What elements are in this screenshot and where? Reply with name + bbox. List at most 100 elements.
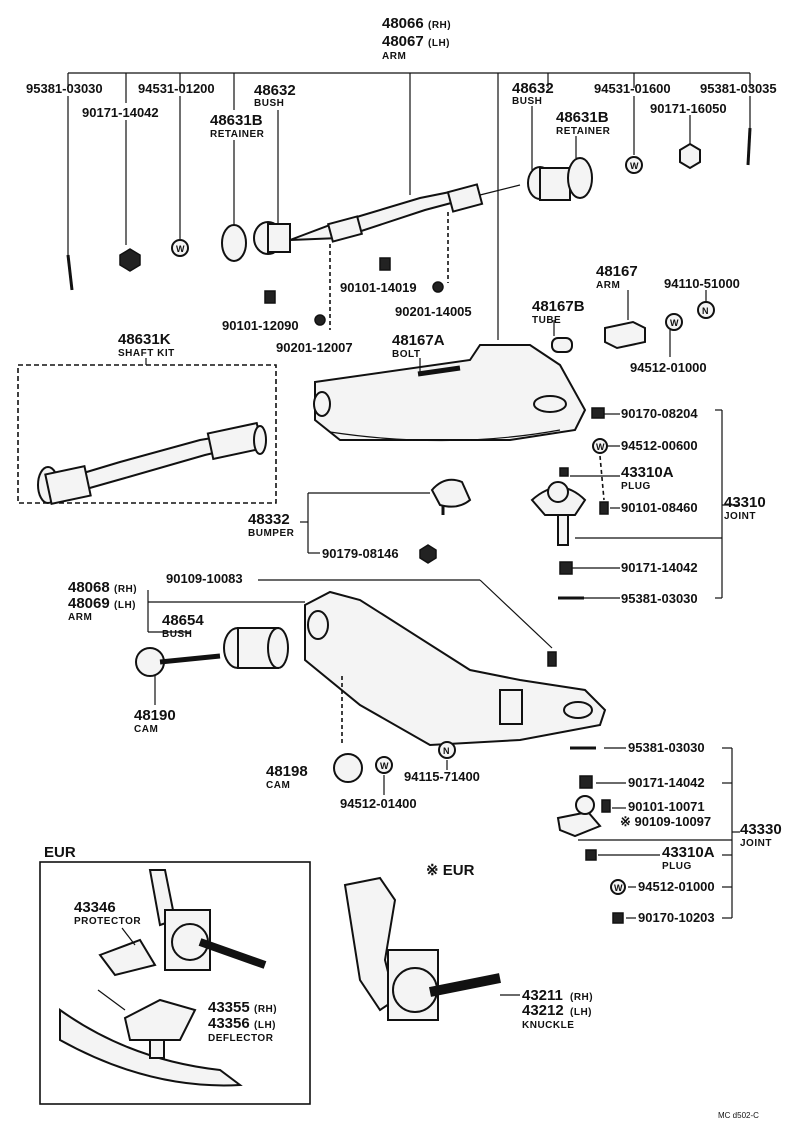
svg-text:W: W — [380, 761, 389, 771]
label-retainer-right: RETAINER — [556, 126, 611, 137]
label-94531-01600: 94531-01600 — [594, 81, 671, 96]
upper-bushes — [221, 157, 593, 262]
upper-control-arm — [313, 344, 587, 442]
label-90171-14042-top: 90171-14042 — [82, 105, 159, 120]
label-retainer-left: RETAINER — [210, 129, 265, 140]
label-48167b: 48167B — [532, 298, 585, 315]
label-94512-01000-b: 94512-01000 — [638, 879, 715, 894]
label-48067: 48067 — [382, 33, 424, 50]
label-cam-left: CAM — [134, 724, 158, 735]
label-48066-side: (RH) — [428, 20, 451, 31]
label-shaft-kit: SHAFT KIT — [118, 348, 175, 359]
label-90101-14019: 90101-14019 — [340, 280, 417, 295]
svg-text:W: W — [670, 318, 679, 328]
label-43355: 43355 — [208, 999, 250, 1016]
label-90171-16050: 90171-16050 — [650, 101, 727, 116]
label-90101-12090: 90101-12090 — [222, 318, 299, 333]
label-plug-lower: PLUG — [662, 861, 692, 872]
top-leaders — [67, 96, 751, 255]
label-43356-side: (LH) — [254, 1020, 276, 1031]
shaft-kit-box — [17, 364, 277, 504]
label-ref-code: MC d502-C — [718, 1111, 759, 1120]
label-bush-lower: BUSH — [162, 629, 192, 640]
upper-arm-shaft — [289, 183, 521, 243]
label-arm-lower: ARM — [68, 612, 92, 623]
label-plug-upper: PLUG — [621, 481, 651, 492]
label-protector: PROTECTOR — [74, 916, 141, 927]
label-48632-left: 48632 — [254, 82, 296, 99]
upper-small-parts: W W — [66, 127, 752, 326]
label-43212-side: (LH) — [570, 1007, 592, 1018]
label-95381-03030-top: 95381-03030 — [26, 81, 103, 96]
label-48067-side: (LH) — [428, 38, 450, 49]
label-arm-upper: ARM — [382, 51, 406, 62]
label-eur-box: EUR — [44, 844, 76, 861]
label-43355-side: (RH) — [254, 1004, 277, 1015]
label-joint-upper: JOINT — [724, 511, 756, 522]
label-48167a: 48167A — [392, 332, 445, 349]
label-48167: 48167 — [596, 263, 638, 280]
label-94115-71400: 94115-71400 — [404, 769, 480, 784]
label-48654: 48654 — [162, 612, 204, 629]
label-48332: 48332 — [248, 511, 290, 528]
label-48631b-right: 48631B — [556, 109, 609, 126]
label-48631b-left: 48631B — [210, 112, 263, 129]
knuckle-drawing — [343, 876, 501, 1021]
label-knuckle: KNUCKLE — [522, 1020, 574, 1031]
label-arm-small: ARM — [596, 280, 620, 291]
label-90109-10083: 90109-10083 — [166, 571, 243, 586]
label-48066: 48066 — [382, 15, 424, 32]
label-90201-12007: 90201-12007 — [276, 340, 353, 355]
label-90171-14042-low: 90171-14042 — [628, 775, 705, 790]
eur-protector-drawing — [98, 869, 267, 977]
label-bolt: BOLT — [392, 349, 420, 360]
label-90170-10203: 90170-10203 — [638, 910, 715, 925]
label-joint-lower: JOINT — [740, 838, 772, 849]
shaft-kit-drawing — [37, 421, 267, 506]
label-48631k: 48631K — [118, 331, 171, 348]
label-48198: 48198 — [266, 763, 308, 780]
label-bumper: BUMPER — [248, 528, 295, 539]
label-94110-51000: 94110-51000 — [664, 276, 740, 291]
eur-box — [39, 861, 311, 1105]
eur-deflector-drawing — [59, 989, 243, 1087]
label-48190: 48190 — [134, 707, 176, 724]
label-43212: 43212 — [522, 1002, 564, 1019]
joint-lower-bracket — [578, 747, 740, 919]
label-48069-side: (LH) — [114, 600, 136, 611]
label-43211-side: (RH) — [570, 992, 593, 1003]
upper-ball-joint — [530, 481, 587, 546]
label-bush-left: BUSH — [254, 98, 284, 109]
bumper-part — [419, 478, 472, 564]
label-eur-star: ※ EUR — [426, 862, 475, 879]
label-43310: 43310 — [724, 494, 766, 511]
label-43211: 43211 — [522, 987, 563, 1004]
label-43310a: 43310A — [621, 464, 674, 481]
label-94512-01000-a: 94512-01000 — [630, 360, 707, 375]
joint-upper-bracket — [570, 409, 740, 599]
svg-text:W: W — [630, 161, 639, 171]
lower-ball-joint — [556, 795, 602, 838]
label-48069: 48069 — [68, 595, 110, 612]
label-95381-03030-mid: 95381-03030 — [621, 591, 698, 606]
label-tube: TUBE — [532, 315, 561, 326]
label-90101-08460: 90101-08460 — [621, 500, 698, 515]
svg-text:W: W — [176, 244, 185, 254]
upper-arm-bracket — [67, 72, 751, 340]
lower-control-arm — [304, 590, 607, 747]
cam-bolt — [135, 647, 221, 677]
label-94512-00600: 94512-00600 — [621, 438, 698, 453]
label-90109-10097: ※ 90109-10097 — [620, 814, 711, 829]
label-90179-08146: 90179-08146 — [322, 546, 399, 561]
label-43330: 43330 — [740, 821, 782, 838]
label-43346: 43346 — [74, 899, 116, 916]
label-48068: 48068 — [68, 579, 110, 596]
svg-text:N: N — [702, 306, 709, 316]
lower-bush — [223, 627, 289, 669]
label-94531-01200: 94531-01200 — [138, 81, 215, 96]
label-90201-14005: 90201-14005 — [395, 304, 472, 319]
label-bush-right: BUSH — [512, 96, 542, 107]
label-95381-03030-low: 95381-03030 — [628, 740, 705, 755]
